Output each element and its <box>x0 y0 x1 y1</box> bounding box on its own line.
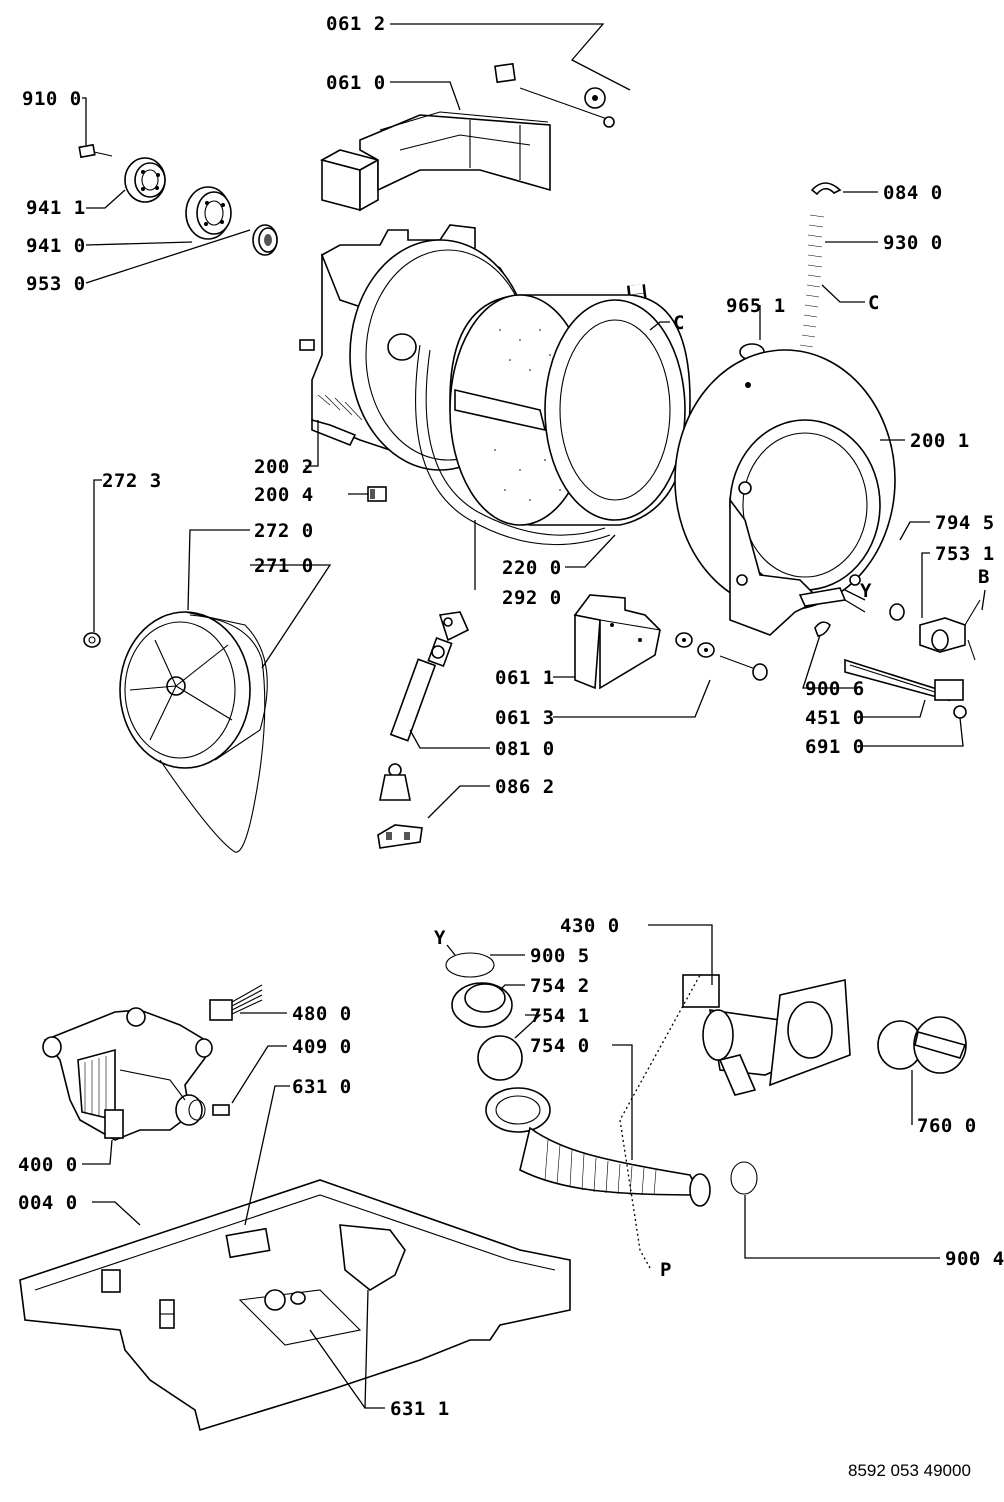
label-081-0: 081 0 <box>495 738 555 760</box>
label-p: P <box>660 1259 672 1281</box>
part-953-0-seal <box>252 224 278 256</box>
part-754-2-filter-ring <box>451 982 513 1028</box>
label-900-4: 900 4 <box>945 1248 1004 1270</box>
part-labels: 061 2 061 0 910 0 941 1 941 0 953 0 084 … <box>18 13 1004 1480</box>
part-754-0-sump-hose <box>485 1087 711 1207</box>
part-061-0-top-counterweight <box>319 111 551 212</box>
part-941-0-bearing <box>185 186 232 240</box>
part-900-6-clip <box>814 621 831 637</box>
label-930-0: 930 0 <box>883 232 943 254</box>
label-965-1: 965 1 <box>726 295 786 317</box>
label-c-right: C <box>868 292 880 314</box>
part-081-0-shock-absorber <box>379 611 470 801</box>
label-451-0: 451 0 <box>805 707 865 729</box>
label-900-5: 900 5 <box>530 945 590 967</box>
label-430-0: 430 0 <box>560 915 620 937</box>
label-061-1: 061 1 <box>495 667 555 689</box>
label-271-0: 271 0 <box>254 555 314 577</box>
label-061-3: 061 3 <box>495 707 555 729</box>
label-y-top: Y <box>860 580 872 602</box>
label-200-2: 200 2 <box>254 456 314 478</box>
label-y-bottom: Y <box>434 927 446 949</box>
label-292-0: 292 0 <box>502 587 562 609</box>
part-409-0-brush <box>212 1104 230 1116</box>
label-900-6: 900 6 <box>805 678 865 700</box>
part-400-0-motor <box>42 1007 213 1141</box>
label-200-1: 200 1 <box>910 430 970 452</box>
part-220-0-drum <box>449 294 691 526</box>
part-691-0-nut <box>953 705 967 719</box>
part-451-0-heating-element <box>844 658 964 702</box>
part-004-0-base-plate <box>19 1179 571 1432</box>
label-409-0: 409 0 <box>292 1036 352 1058</box>
part-272-3-nut <box>83 632 101 648</box>
part-272-0-pulley <box>119 611 268 769</box>
part-910-0-bolt <box>78 143 113 159</box>
label-953-0: 953 0 <box>26 273 86 295</box>
label-753-1: 753 1 <box>935 543 995 565</box>
part-200-1-front-tub <box>674 349 896 636</box>
label-220-0: 220 0 <box>502 557 562 579</box>
label-910-0: 910 0 <box>22 88 82 110</box>
label-084-0: 084 0 <box>883 182 943 204</box>
label-061-2: 061 2 <box>326 13 386 35</box>
part-061-3-washers-bolt <box>675 632 768 681</box>
label-272-3: 272 3 <box>102 470 162 492</box>
label-754-0: 754 0 <box>530 1035 590 1057</box>
label-086-2: 086 2 <box>495 776 555 798</box>
leader-lines <box>82 23 986 1409</box>
part-200-4-clip <box>367 486 387 502</box>
label-272-0: 272 0 <box>254 520 314 542</box>
part-753-1-sensor <box>919 599 981 661</box>
label-400-0: 400 0 <box>18 1154 78 1176</box>
label-794-5: 794 5 <box>935 512 995 534</box>
part-900-4-clamp <box>730 1161 758 1195</box>
part-271-0-belt <box>159 614 266 853</box>
part-480-0-connector <box>209 984 263 1021</box>
label-754-1: 754 1 <box>530 1005 590 1027</box>
label-631-1: 631 1 <box>390 1398 450 1420</box>
part-086-2-bracket <box>377 824 423 849</box>
label-b: B <box>978 566 990 588</box>
document-number: 8592 053 49000 <box>848 1461 971 1480</box>
part-292-0-tub-seal <box>415 344 611 546</box>
label-631-0: 631 0 <box>292 1076 352 1098</box>
part-941-1-bearing <box>124 157 166 203</box>
label-200-4: 200 4 <box>254 484 314 506</box>
label-760-0: 760 0 <box>917 1115 977 1137</box>
label-061-0: 061 0 <box>326 72 386 94</box>
part-430-0-drain-pump <box>682 974 851 1096</box>
part-760-0-filter-cap <box>877 1016 967 1074</box>
part-794-5-grommet <box>889 603 905 621</box>
label-691-0: 691 0 <box>805 736 865 758</box>
part-754-1-ball <box>477 1035 523 1081</box>
part-061-1-front-counterweight <box>573 594 661 690</box>
label-941-1: 941 1 <box>26 197 86 219</box>
label-754-2: 754 2 <box>530 975 590 997</box>
label-c-left: C <box>673 312 685 334</box>
label-480-0: 480 0 <box>292 1003 352 1025</box>
part-084-0-clip <box>810 182 842 196</box>
label-004-0: 004 0 <box>18 1192 78 1214</box>
part-900-5-clamp-ring <box>445 952 495 978</box>
label-941-0: 941 0 <box>26 235 86 257</box>
part-061-2-tie-rod <box>494 62 615 128</box>
